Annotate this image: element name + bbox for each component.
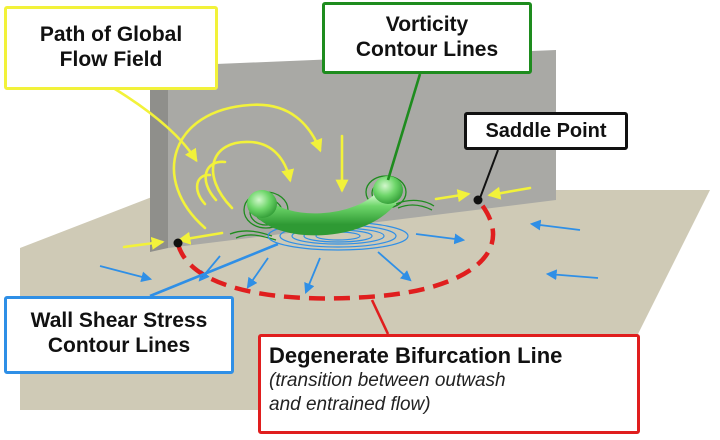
saddle-point-label: Saddle Point [464,112,628,150]
path-of-global-flow-label: Path of Global Flow Field [4,6,218,90]
bifurcation-subtitle-1: (transition between outwash [269,369,506,391]
wss-label-line-2: Contour Lines [47,333,191,357]
bifurcation-title: Degenerate Bifurcation Line [269,343,563,368]
vortex-tube-cap-left [247,190,277,218]
vortex-tube-cap-right [373,176,403,204]
leader-vorticity [386,73,422,181]
vorticity-label-line-1: Vorticity [385,13,469,36]
saddle-point-left [173,238,183,248]
degenerate-bifurcation-label: Degenerate Bifurcation Line (transition … [258,334,640,434]
bifurcation-subtitle-2: and entrained flow) [269,393,431,415]
path-label-line-2: Flow Field [59,47,163,71]
leader-bifurcation [370,299,390,335]
saddle-label-text: Saddle Point [485,120,607,142]
path-label-line-1: Path of Global [39,23,183,46]
vorticity-contour-label: Vorticity Contour Lines [322,2,532,74]
vorticity-label-line-2: Contour Lines [355,37,499,61]
global-flow-paths [108,84,532,250]
wss-label-line-1: Wall Shear Stress [30,309,208,332]
ground-flow-arrows [99,219,599,294]
wall-edge [150,66,168,252]
leader-saddle [479,149,499,199]
wall-shear-stress-label: Wall Shear Stress Contour Lines [4,296,234,374]
bifurcation-line [175,198,496,301]
leader-wss [149,242,279,298]
